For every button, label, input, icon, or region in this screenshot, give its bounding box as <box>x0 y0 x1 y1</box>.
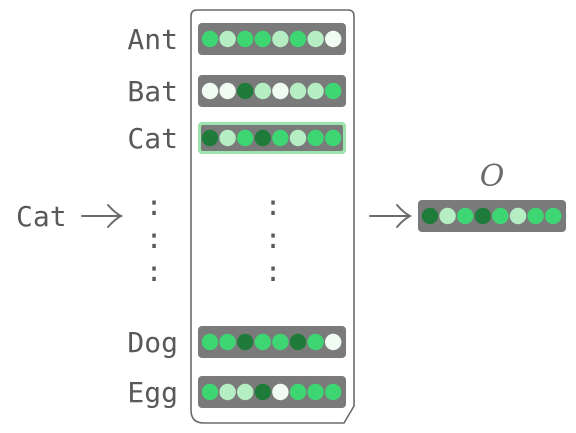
embedding-row-dog: Dog <box>127 326 346 359</box>
vector-cell <box>237 129 254 147</box>
vector-cell <box>254 82 271 100</box>
vector-cell <box>527 207 544 225</box>
vector-cell <box>219 82 236 100</box>
vector-cell <box>307 333 324 351</box>
vector-cell <box>325 129 342 147</box>
vector-cell <box>325 383 342 401</box>
ellipsis-dot: : <box>146 189 163 222</box>
vector-cell <box>439 207 456 225</box>
vector-cell <box>237 383 254 401</box>
vector-cell <box>289 82 307 100</box>
embedding-vector <box>198 376 346 408</box>
ellipsis-dot: : <box>265 222 282 255</box>
vector-cell <box>289 129 307 147</box>
vector-bar <box>418 200 566 232</box>
output-vector <box>418 200 566 232</box>
vector-cell <box>219 30 236 48</box>
embedding-vector <box>198 122 346 154</box>
vector-cell <box>254 383 271 401</box>
vector-ellipsis: : : : <box>265 189 282 288</box>
vector-cell <box>272 30 289 48</box>
vector-cell <box>307 82 324 100</box>
embedding-vector <box>198 23 346 55</box>
vector-cell <box>325 333 342 351</box>
embedding-row-ant: Ant <box>127 23 346 56</box>
ellipsis-dot: : <box>265 255 282 288</box>
embedding-table-frame <box>190 9 355 424</box>
embedding-vector <box>198 326 346 358</box>
embedding-row-egg: Egg <box>127 376 346 409</box>
vector-cell <box>289 30 307 48</box>
output-arrow <box>369 204 413 228</box>
embedding-vector <box>198 75 346 107</box>
vector-cell <box>492 207 509 225</box>
vector-cell <box>272 383 289 401</box>
embedding-row-bat: Bat <box>127 75 346 108</box>
vector-cell <box>307 383 324 401</box>
vector-cell <box>457 207 474 225</box>
vector-cell <box>254 333 271 351</box>
row-word-label: Egg <box>127 376 178 409</box>
input-word: Cat <box>16 200 67 233</box>
vector-bar <box>198 326 346 358</box>
ellipsis-dot: : <box>146 255 163 288</box>
vector-bar <box>198 75 346 107</box>
vector-cell <box>201 333 219 351</box>
vector-cell <box>307 30 324 48</box>
vector-bar-inner <box>201 125 343 151</box>
row-word-label: Ant <box>127 23 178 56</box>
vector-cell <box>201 383 219 401</box>
row-word-label: Bat <box>127 75 178 108</box>
vector-cell <box>219 383 236 401</box>
vector-cell <box>254 129 271 147</box>
vector-bar <box>198 376 346 408</box>
vector-cell <box>325 82 342 100</box>
vector-cell <box>272 129 289 147</box>
vector-cell <box>237 333 254 351</box>
ellipsis-dot: : <box>146 222 163 255</box>
vector-cell <box>289 383 307 401</box>
vector-cell <box>219 129 236 147</box>
vector-cell <box>509 207 527 225</box>
vector-bar <box>198 23 346 55</box>
vector-cell <box>237 82 254 100</box>
vector-cell <box>272 333 289 351</box>
vector-cell <box>325 30 342 48</box>
output-embedding-vector <box>418 200 566 232</box>
output-label: O <box>480 159 505 194</box>
vector-cell <box>254 30 271 48</box>
vector-cell <box>201 30 219 48</box>
vector-cell <box>421 207 439 225</box>
input-arrow <box>81 204 124 228</box>
vector-cell <box>237 30 254 48</box>
vector-cell <box>201 129 219 147</box>
row-word-label: Cat <box>127 122 178 155</box>
ellipsis-dot: : <box>265 189 282 222</box>
embedding-row-cat: Cat <box>127 122 346 155</box>
vector-cell <box>307 129 324 147</box>
vector-cell <box>289 333 307 351</box>
vector-cell <box>219 333 236 351</box>
vector-cell <box>545 207 562 225</box>
row-word-label: Dog <box>127 326 178 359</box>
vector-cell <box>272 82 289 100</box>
row-label-ellipsis: : : : <box>146 189 163 288</box>
vector-cell <box>201 82 219 100</box>
vector-cell <box>474 207 491 225</box>
